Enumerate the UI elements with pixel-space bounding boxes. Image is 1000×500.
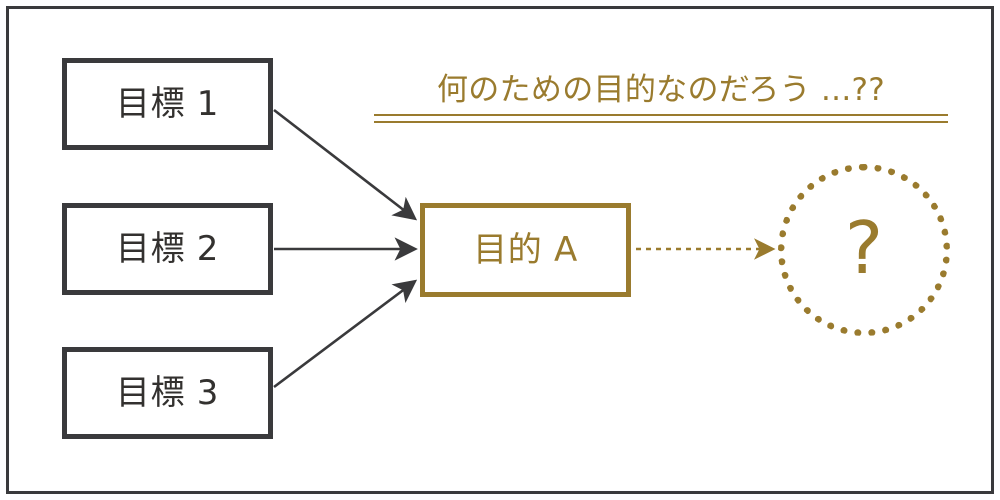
goal-box-1[interactable]: 目標 1 [62, 58, 273, 150]
heading-text: 何のための目的なのだろう ...?? [436, 72, 886, 108]
goal-box-1-label: 目標 1 [115, 84, 220, 124]
connector-goal1-to-purpose [273, 108, 418, 221]
purpose-box[interactable]: 目的 A [420, 203, 631, 297]
connector-goal3-to-purpose [273, 279, 418, 389]
heading: 何のための目的なのだろう ...?? [374, 72, 948, 124]
purpose-box-label: 目的 A [473, 230, 578, 270]
goal-box-2[interactable]: 目標 2 [62, 203, 273, 295]
goal-box-2-label: 目標 2 [115, 229, 220, 269]
goal-box-3-label: 目標 3 [115, 373, 220, 413]
question-mark-icon: ? [844, 206, 884, 290]
goal-box-3[interactable]: 目標 3 [62, 347, 273, 439]
unknown-circle[interactable]: ? [778, 164, 950, 336]
heading-underline [374, 114, 948, 124]
